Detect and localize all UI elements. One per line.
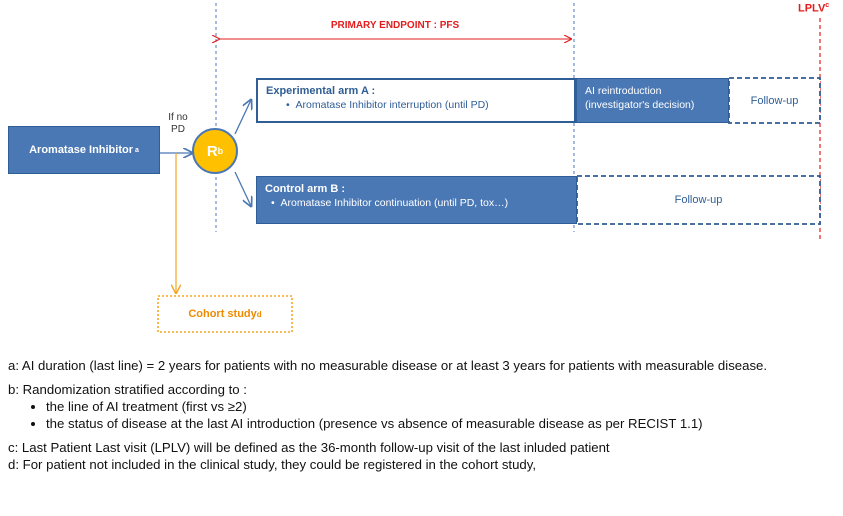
footnote-c: c: Last Patient Last visit (LPLV) will b… (8, 440, 610, 455)
study-design-diagram: PRIMARY ENDPOINT : PFS LPLVc Aromatase I… (8, 2, 830, 333)
diagram-lines (157, 3, 821, 333)
arm-b-title: Control arm B : (265, 183, 346, 195)
footnote-b-item: the status of disease at the last AI int… (46, 415, 838, 432)
r-to-arm-b-arrow (234, 171, 251, 206)
if-no-pd-label: If no PD (168, 112, 188, 135)
arm-a-box: Experimental arm A : • Aromatase Inhibit… (256, 78, 576, 123)
ai-reintroduction-box: AI reintroduction (investigator's decisi… (576, 78, 729, 123)
arm-b-followup-border (576, 175, 821, 225)
footnote-b-list: the line of AI treatment (first vs ≥2) t… (8, 398, 838, 432)
footnote-a: a: AI duration (last line) = 2 years for… (8, 358, 768, 373)
cohort-box-border (157, 295, 293, 333)
footnote-d: d: For patient not included in the clini… (8, 457, 537, 472)
primary-endpoint-label: PRIMARY ENDPOINT : PFS (330, 20, 460, 31)
footnotes: a: AI duration (last line) = 2 years for… (8, 357, 838, 473)
arm-b-box: Control arm B : • Aromatase Inhibitor co… (256, 176, 577, 224)
r-to-arm-a-arrow (234, 100, 251, 135)
lplv-label: LPLVc (798, 2, 830, 15)
arm-b-followup: Follow-up (674, 194, 723, 206)
arm-a-bullet: • Aromatase Inhibitor interruption (unti… (286, 99, 489, 111)
arm-b-bullet: • Aromatase Inhibitor continuation (unti… (271, 197, 509, 209)
arm-a-title: Experimental arm A : (266, 85, 376, 97)
arm-a-followup-border (728, 77, 821, 124)
footnote-b-intro: b: Randomization stratified according to… (8, 382, 247, 397)
footnote-b-item: the line of AI treatment (first vs ≥2) (46, 398, 838, 415)
arm-a-followup: Follow-up (750, 94, 799, 107)
